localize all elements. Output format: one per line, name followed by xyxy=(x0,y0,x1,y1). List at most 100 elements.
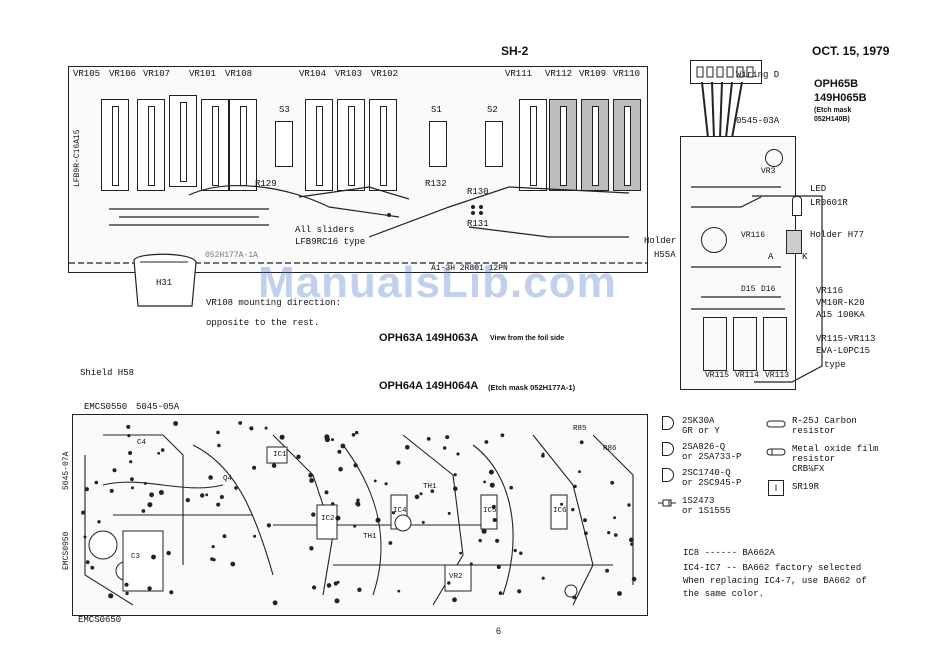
solder-pad xyxy=(388,541,393,545)
pnp-symbol-icon xyxy=(662,442,674,456)
solder-pad xyxy=(158,490,164,495)
vr108-label: VR108 xyxy=(225,69,253,79)
slider-vr105 xyxy=(101,99,129,191)
solder-pad xyxy=(630,542,634,546)
solder-pad xyxy=(579,440,584,445)
solder-pad xyxy=(216,430,220,435)
switch-s2 xyxy=(485,121,503,167)
top-pcb-board: VR105 VR106 VR107 VR101 VR108 VR104 VR10… xyxy=(68,66,648,273)
led-bracket xyxy=(752,195,823,383)
solder-pad xyxy=(396,460,401,465)
legend-item-2-line1: 2SA826-Q xyxy=(682,442,726,452)
solder-pad xyxy=(149,492,154,498)
solder-pad xyxy=(169,590,174,595)
solder-pad xyxy=(491,504,496,509)
vr115-label-1: VR115-VR113 xyxy=(816,334,876,344)
right-board-traces xyxy=(691,186,785,310)
ic4-label: IC4 xyxy=(393,507,407,515)
legend-item-1-line2: GR or Y xyxy=(682,426,720,436)
left-vertical-label-2: EMCS0950 xyxy=(62,531,71,570)
slider-vr112 xyxy=(549,99,577,191)
led-icon xyxy=(792,196,802,216)
solder-pad xyxy=(338,466,343,472)
solder-pad xyxy=(357,587,362,592)
emc-bottom-label: EMCS0650 xyxy=(78,615,122,625)
left-vertical-label-1: 5045-07A xyxy=(62,451,71,490)
solder-pad xyxy=(125,591,129,596)
solder-pad xyxy=(447,581,451,585)
vr115-inner-label: VR115 xyxy=(705,371,730,380)
solder-pad xyxy=(141,509,146,513)
part-top-label: 5045-05A xyxy=(136,402,180,412)
vr110-label: VR110 xyxy=(613,69,641,79)
solder-pad xyxy=(211,545,215,549)
right-board-title-1: OPH65B xyxy=(814,78,859,90)
page-number: 6 xyxy=(496,626,502,636)
vr114-inner-label: VR114 xyxy=(735,371,760,380)
vr102-label: VR102 xyxy=(371,69,399,79)
solder-pad xyxy=(489,482,495,488)
vr109-label: VR109 xyxy=(579,69,607,79)
vr113-trimmer xyxy=(763,317,787,371)
solder-pad xyxy=(484,440,489,444)
fet-symbol-icon xyxy=(662,416,674,430)
vr116-label-3: A15 100KA xyxy=(816,310,865,320)
vr3-label: VR3 xyxy=(761,167,776,176)
solder-pad xyxy=(185,498,190,503)
solder-pad xyxy=(296,454,301,459)
diode-symbol-icon xyxy=(658,499,676,507)
solder-pad xyxy=(124,582,129,587)
solder-pad xyxy=(607,531,611,535)
legend-item-4-line2: or 1S1555 xyxy=(682,506,731,516)
legend-item-4-line1: 1S2473 xyxy=(682,496,715,506)
vr116-label-1: VR116 xyxy=(816,286,844,296)
solder-pad xyxy=(143,481,147,485)
solder-pad xyxy=(421,520,425,524)
solder-pad xyxy=(230,561,236,567)
date-label: OCT. 15, 1979 xyxy=(812,44,890,58)
component-legend: 2SK30A GR or Y 2SA826-Q or 2SA733-P 2SC1… xyxy=(658,416,942,526)
note-ic4: IC4-IC7 -- BA662 factory selected xyxy=(683,563,862,573)
solder-pad xyxy=(583,518,587,523)
slider-vr110 xyxy=(613,99,641,191)
part-code-0545: 0545-03A xyxy=(736,116,780,126)
note-replace-2: the same color. xyxy=(683,589,765,599)
solder-pad xyxy=(324,434,330,440)
c4-label: C4 xyxy=(137,439,147,447)
solder-pad xyxy=(492,518,497,522)
c3-label: C3 xyxy=(131,553,141,561)
legend-right-1-line2: resistor xyxy=(792,426,836,436)
solder-pad xyxy=(252,465,257,470)
right-board-title-2: 149H065B xyxy=(814,92,867,104)
solder-pad xyxy=(85,560,90,565)
vr116-label-2: VM10R-K20 xyxy=(816,298,865,308)
npn-symbol-icon xyxy=(662,468,674,482)
solder-pad xyxy=(453,473,457,477)
solder-pad xyxy=(222,534,227,539)
solder-pad xyxy=(128,451,133,455)
solder-pad xyxy=(452,597,457,603)
solder-pad xyxy=(614,533,618,537)
solder-pad xyxy=(264,426,268,430)
solder-pad xyxy=(419,492,423,496)
solder-pad xyxy=(334,598,340,604)
solder-pad xyxy=(405,445,410,450)
vr2-label: VR2 xyxy=(449,573,463,581)
solder-pad xyxy=(495,538,500,543)
solder-pad xyxy=(238,421,243,425)
solder-pad xyxy=(519,551,523,555)
holder-h77-label: Holder H77 xyxy=(810,230,865,240)
board-mark-bottom: A1-3H 2R801 12PN xyxy=(431,264,508,273)
top-board-title-note: View from the foil side xyxy=(490,335,565,342)
cathode-label: K xyxy=(802,252,808,262)
vr114-trimmer xyxy=(733,317,757,371)
holder-h55a-label-1: Holder xyxy=(644,236,677,246)
solder-pad xyxy=(173,421,178,426)
solder-pad xyxy=(112,468,117,473)
solder-pad xyxy=(513,548,517,553)
solder-pad xyxy=(459,551,462,555)
solder-pad xyxy=(147,502,153,508)
solder-pad xyxy=(617,591,622,596)
slider-vr103 xyxy=(337,99,365,191)
holder-h55a-label-2: H55A xyxy=(654,250,676,260)
